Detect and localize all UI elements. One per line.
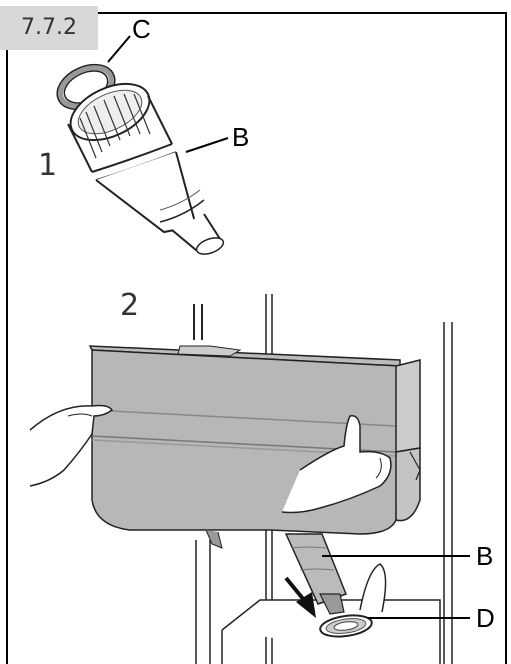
callout-c-label: C — [132, 14, 151, 44]
seal-ring-d — [319, 614, 373, 638]
insertion-arrow — [284, 576, 316, 618]
callout-d-label: D — [476, 603, 495, 633]
callout-b-top-label: B — [232, 122, 250, 152]
section-number-tab: 7.7.2 — [0, 6, 98, 50]
leader-line-c — [107, 35, 131, 63]
filter-cartridge-installed — [284, 533, 347, 615]
hands — [29, 404, 392, 514]
step-number-1: 1 — [38, 148, 58, 183]
callout-b-bottom-label: B — [476, 541, 494, 571]
leader-line-b-top — [185, 137, 229, 153]
step-number-2: 2 — [120, 288, 140, 323]
filter-cartridge-b — [67, 82, 225, 255]
water-tank — [88, 345, 421, 549]
diagram-frame — [6, 12, 507, 664]
